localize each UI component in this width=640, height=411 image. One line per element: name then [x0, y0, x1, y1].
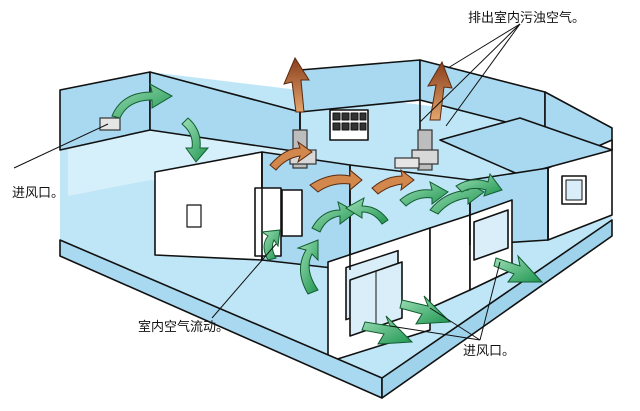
- exhaust-air-arrow-icon: [309, 168, 363, 193]
- fresh-air-arrow-icon: [361, 315, 414, 345]
- label-air-inlet-right: 进风口。: [463, 344, 516, 359]
- fresh-air-arrow-icon: [399, 181, 449, 207]
- fresh-air-arrows: [111, 83, 544, 345]
- exhaust-air-arrow-icon: [371, 168, 415, 195]
- label-indoor-air-flow: 室内空气流动。: [138, 320, 230, 335]
- fresh-air-arrow-icon: [296, 239, 319, 295]
- fresh-air-arrow-icon: [111, 83, 174, 119]
- exhaust-air-arrow-icon: [269, 140, 313, 171]
- fresh-air-arrow-icon: [260, 229, 281, 261]
- exhaust-arrows: [269, 56, 453, 195]
- label-air-inlet-left: 进风口。: [12, 186, 65, 201]
- fresh-air-arrow-icon: [345, 197, 389, 225]
- fresh-air-arrow-icon: [493, 254, 544, 283]
- fresh-air-arrow-icon: [311, 201, 357, 233]
- fresh-air-arrow-icon: [181, 117, 210, 163]
- exhaust-air-arrow-icon: [427, 60, 453, 121]
- duct-fan-icon: [99, 117, 121, 131]
- leader-lines: [13, 23, 521, 341]
- exhaust-air-arrow-icon: [283, 56, 310, 113]
- label-exhaust-air: 排出室内污浊空气。: [468, 11, 586, 26]
- floor-plan: [59, 59, 613, 399]
- fresh-air-arrow-icon: [399, 295, 452, 325]
- fresh-air-arrow-icon: [429, 181, 485, 215]
- fresh-air-arrow-icon: [455, 172, 503, 197]
